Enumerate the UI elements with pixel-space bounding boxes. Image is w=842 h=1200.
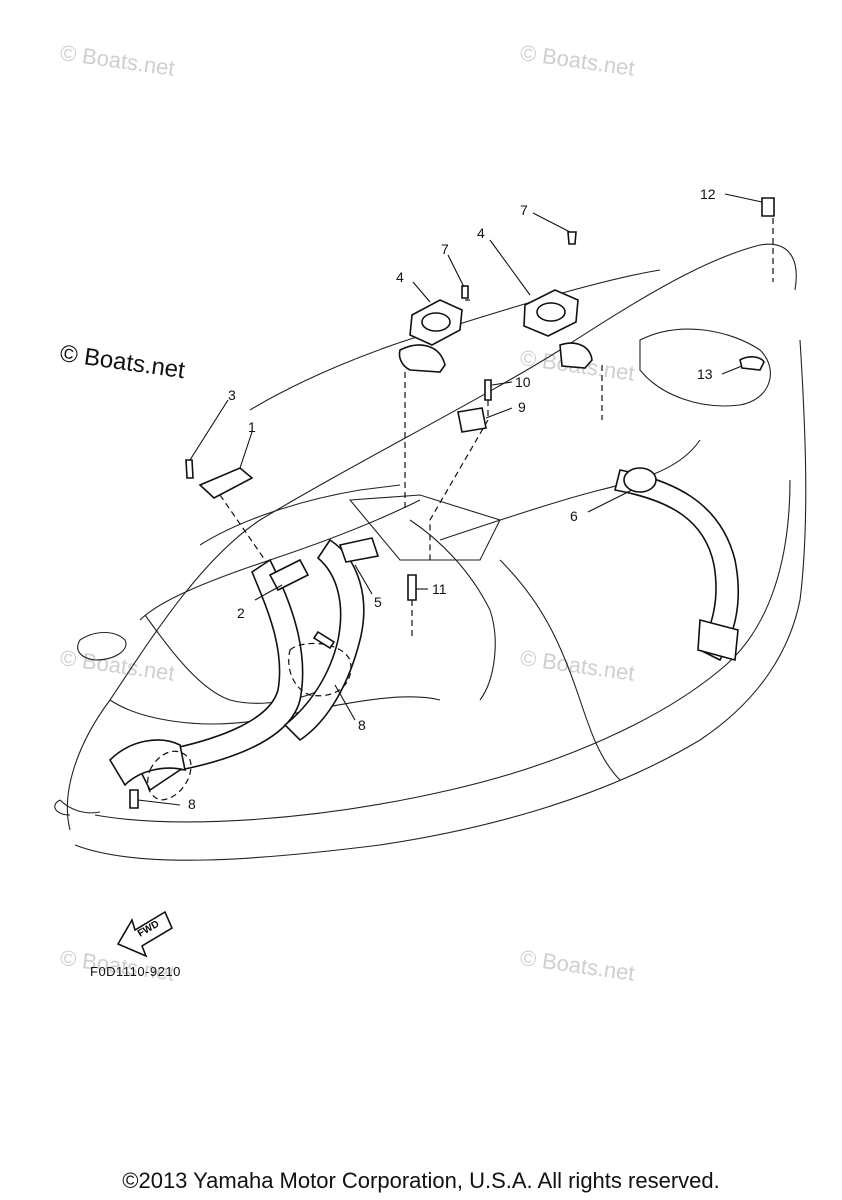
- callout-10: 10: [515, 374, 531, 390]
- callout-3: 3: [228, 387, 236, 403]
- drawing-code: F0D1110-9210: [90, 964, 181, 979]
- callout-13: 13: [697, 366, 713, 382]
- fwd-arrow: FWD: [116, 910, 174, 958]
- callout-4: 4: [396, 269, 404, 285]
- duct-hoses: [108, 467, 740, 801]
- callout-11: 11: [432, 581, 447, 597]
- callout-9: 9: [518, 399, 526, 415]
- callout-8: 8: [358, 717, 366, 733]
- leader-lines: [137, 193, 774, 806]
- callout-12: 12: [700, 186, 716, 202]
- callout-8: 8: [188, 796, 196, 812]
- callout-7: 7: [441, 241, 449, 257]
- fittings: [129, 197, 775, 809]
- callout-1: 1: [248, 419, 256, 435]
- copyright-notice: ©2013 Yamaha Motor Corporation, U.S.A. A…: [122, 1168, 720, 1193]
- callout-7: 7: [520, 202, 528, 218]
- callout-4: 4: [477, 225, 485, 241]
- callout-5: 5: [374, 594, 382, 610]
- callout-6: 6: [570, 508, 578, 524]
- callout-2: 2: [237, 605, 245, 621]
